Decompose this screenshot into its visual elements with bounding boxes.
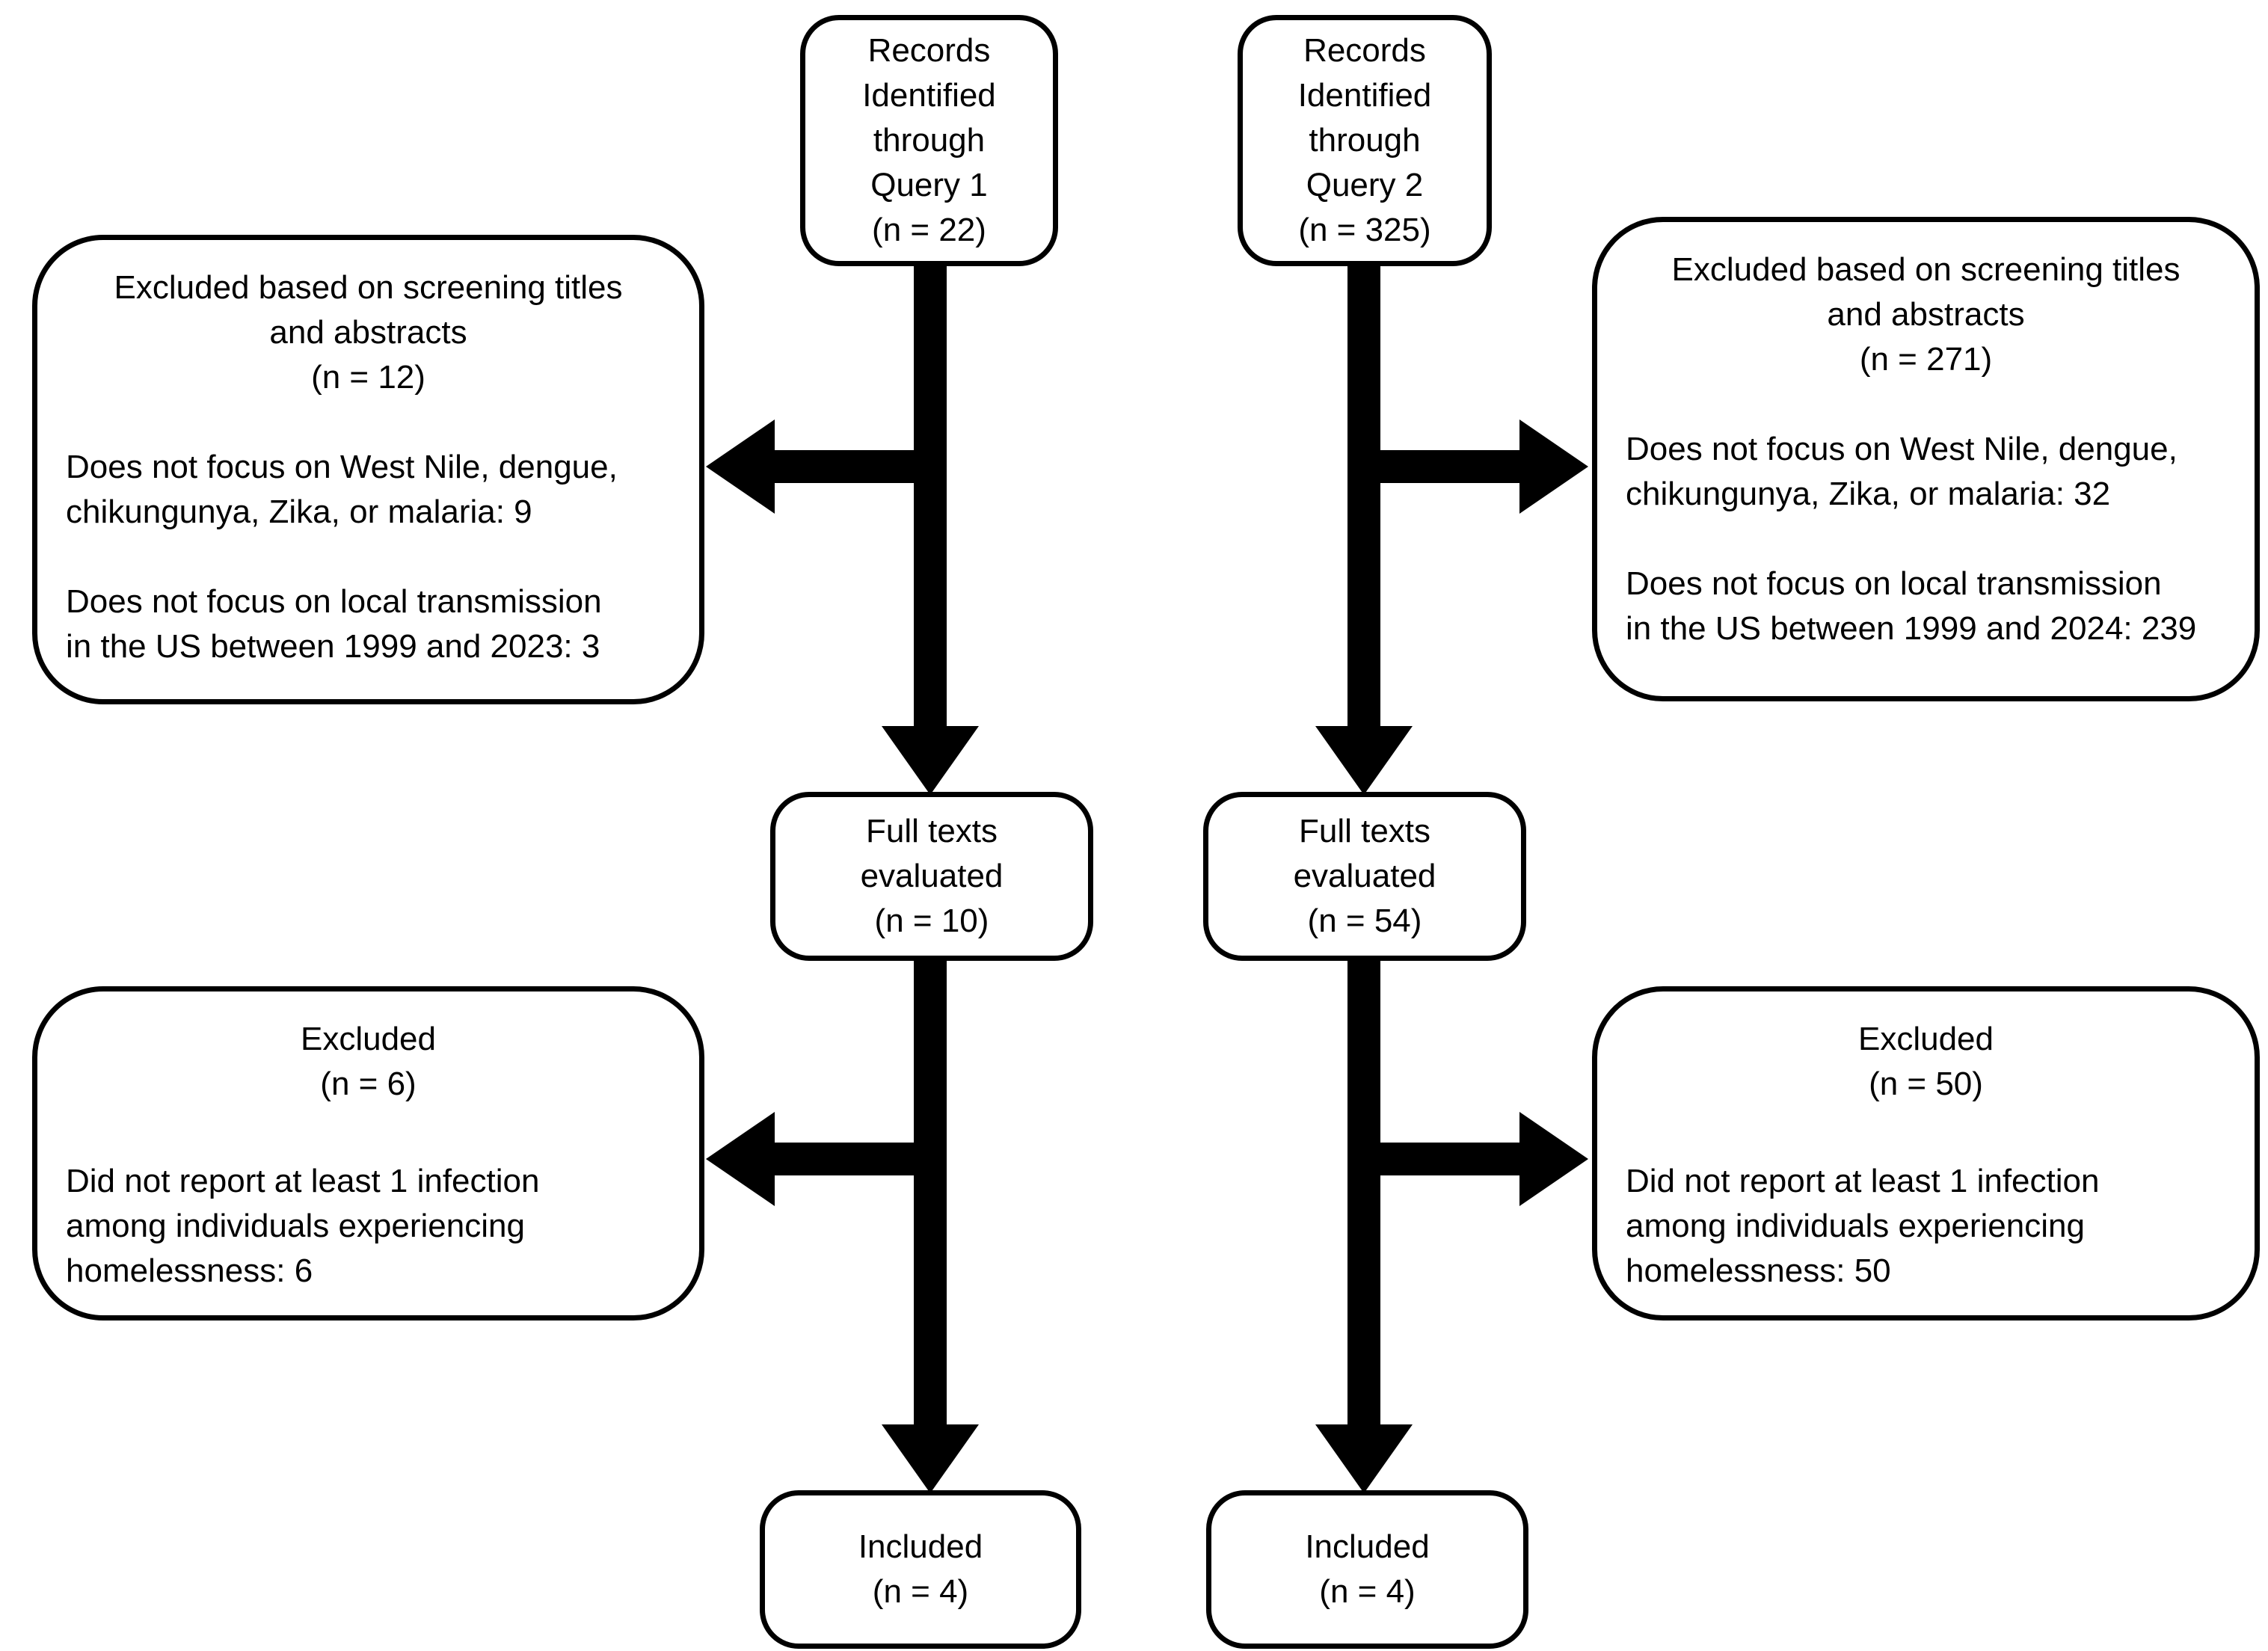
exclusion-count: (n = 50) bbox=[1869, 1066, 1983, 1102]
records-box-query1: Records Identified through Query 1 (n = … bbox=[800, 15, 1058, 266]
exclusion-reason: Did not report at least 1 infection amon… bbox=[66, 1163, 540, 1289]
arrow-right-icon bbox=[1519, 1112, 1588, 1206]
screening-exclusion-box-query2: Excluded based on screening titles and a… bbox=[1592, 217, 2260, 701]
exclusion-heading: Excluded bbox=[1857, 1021, 1994, 1057]
exclusion-heading: Excluded bbox=[300, 1021, 436, 1057]
included-box-query2: Included (n = 4) bbox=[1206, 1490, 1528, 1649]
exclusion-reason: Does not focus on West Nile, dengue, chi… bbox=[1626, 431, 2178, 512]
arrow-right-icon bbox=[1519, 419, 1588, 514]
connector-fulltext-to-included-query2 bbox=[1347, 959, 1380, 1427]
exclusion-count: (n = 12) bbox=[311, 359, 425, 396]
arrow-left-icon bbox=[706, 419, 775, 514]
exclusion-count: (n = 271) bbox=[1859, 341, 1993, 378]
exclusion-reason: Does not focus on local transmission in … bbox=[66, 583, 602, 665]
branch-screening-exclusion-query2 bbox=[1347, 450, 1519, 483]
arrow-down-icon bbox=[882, 1424, 979, 1493]
branch-fulltext-exclusion-query2 bbox=[1347, 1143, 1519, 1175]
connector-records-to-fulltext-query1 bbox=[914, 262, 947, 729]
fulltext-exclusion-box-query1: Excluded (n = 6) Did not report at least… bbox=[32, 986, 704, 1321]
fulltext-box-query2: Full texts evaluated (n = 54) bbox=[1203, 792, 1526, 961]
arrow-down-icon bbox=[882, 726, 979, 795]
arrow-down-icon bbox=[1315, 1424, 1413, 1493]
exclusion-heading: Excluded based on screening titles and a… bbox=[114, 269, 623, 351]
records-box-query2: Records Identified through Query 2 (n = … bbox=[1238, 15, 1492, 266]
branch-fulltext-exclusion-query1 bbox=[775, 1143, 947, 1175]
fulltext-box-query1: Full texts evaluated (n = 10) bbox=[770, 792, 1093, 961]
exclusion-count: (n = 6) bbox=[320, 1066, 417, 1102]
connector-fulltext-to-included-query1 bbox=[914, 959, 947, 1427]
arrow-down-icon bbox=[1315, 726, 1413, 795]
fulltext-exclusion-box-query2: Excluded (n = 50) Did not report at leas… bbox=[1592, 986, 2260, 1321]
included-box-query1: Included (n = 4) bbox=[760, 1490, 1081, 1649]
exclusion-heading: Excluded based on screening titles and a… bbox=[1671, 251, 2181, 333]
branch-screening-exclusion-query1 bbox=[775, 450, 947, 483]
exclusion-reason: Does not focus on local transmission in … bbox=[1626, 565, 2197, 647]
connector-records-to-fulltext-query2 bbox=[1347, 262, 1380, 729]
screening-exclusion-box-query1: Excluded based on screening titles and a… bbox=[32, 235, 704, 704]
exclusion-reason: Does not focus on West Nile, dengue, chi… bbox=[66, 449, 618, 530]
arrow-left-icon bbox=[706, 1112, 775, 1206]
exclusion-reason: Did not report at least 1 infection amon… bbox=[1626, 1163, 2100, 1289]
